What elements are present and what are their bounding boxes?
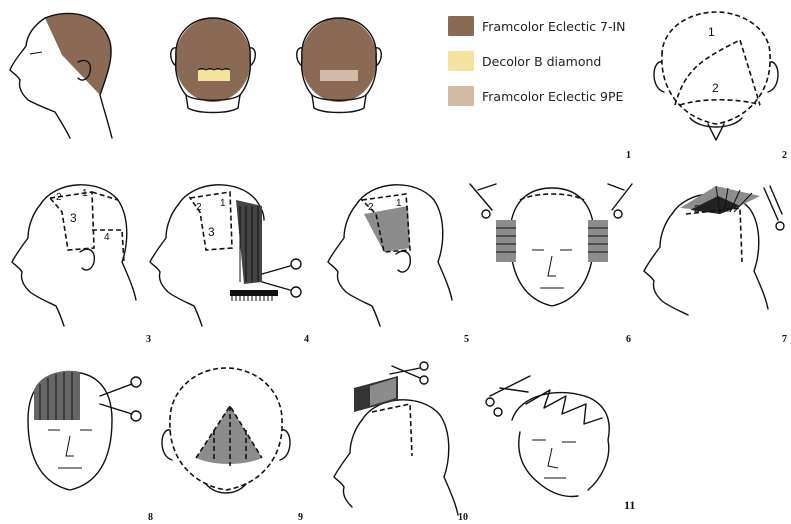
legend-item-decolor: Decolor B diamond: [448, 49, 601, 73]
back-head-decolor: [171, 18, 256, 113]
p5-label-1: 1: [396, 198, 402, 209]
profile-fan: 2: [644, 186, 784, 315]
legend-swatch-decolor: [448, 51, 474, 71]
p4-label-3: 3: [208, 225, 215, 239]
profile-comb-cut: 2 1 3: [150, 185, 301, 326]
p3-label-1: 1: [82, 188, 88, 199]
legend-swatch-7in: [448, 16, 474, 36]
back-head-9pe: [297, 18, 382, 113]
legend-item-9pe: Framcolor Eclectic 9PE: [448, 84, 623, 108]
step-number-5: 5: [464, 334, 469, 345]
p3-label-2: 2: [56, 192, 62, 203]
p3-label-3: 3: [70, 211, 77, 225]
p4-label-1: 1: [220, 198, 226, 209]
step-number-1: 1: [626, 150, 631, 161]
p3-label-4: 4: [104, 232, 110, 243]
p5-label-2: 2: [368, 202, 374, 213]
legend-label-9pe: Framcolor Eclectic 9PE: [482, 89, 623, 104]
legend-item-7in: Framcolor Eclectic 7-IN: [448, 14, 626, 38]
top-view-shaded: [162, 368, 290, 493]
top-view-sections: 1 2: [654, 12, 778, 140]
section-label-one: 1: [708, 25, 715, 39]
step-number-2: 2: [782, 150, 787, 161]
finished-style: [486, 376, 609, 497]
step-number-10: 10: [458, 512, 468, 523]
p7-label-2: 2: [694, 204, 700, 215]
profile-shaded: 2 1: [328, 185, 452, 326]
profile-sections: 2 1 3 4: [12, 185, 136, 326]
colored-profile-head: [10, 13, 112, 138]
step-number-8: 8: [148, 512, 153, 523]
front-face-fringe: [28, 371, 141, 490]
section-label-two: 2: [712, 81, 719, 95]
step-number-11: 11: [624, 498, 635, 513]
step-number-4: 4: [304, 334, 309, 345]
step-number-9: 9: [298, 512, 303, 523]
profile-top-lift: [334, 362, 458, 515]
front-face-sides: [470, 184, 632, 306]
legend-label-7in: Framcolor Eclectic 7-IN: [482, 19, 626, 34]
step-number-6: 6: [626, 334, 631, 345]
legend-label-decolor: Decolor B diamond: [482, 54, 601, 69]
step-number-7: 7: [782, 334, 787, 345]
step-number-3: 3: [146, 334, 151, 345]
legend-swatch-9pe: [448, 86, 474, 106]
p4-label-2: 2: [196, 202, 202, 213]
